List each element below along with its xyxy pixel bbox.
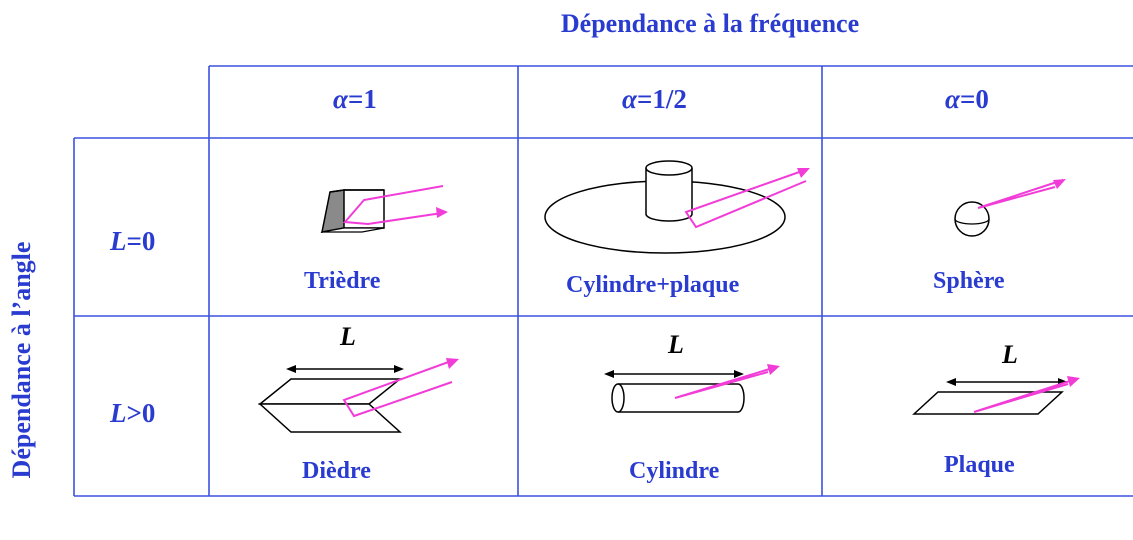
- triedre-shape: [320, 185, 448, 234]
- scattering-table-grid: [73, 65, 1133, 497]
- frequency-dependence-title: Dépendance à la fréquence: [560, 9, 860, 38]
- cylindre-plaque-shape: [544, 160, 810, 254]
- label-triedre: Trièdre: [304, 268, 381, 294]
- column-header-alpha-0: α=0: [945, 84, 989, 114]
- sphere-shape: [954, 179, 1066, 237]
- column-header-alpha-1: α=1: [333, 84, 377, 114]
- length-marker-plaque: L: [1002, 340, 1018, 369]
- label-cylindre-plaque: Cylindre+plaque: [566, 272, 740, 298]
- diedre-shape: [257, 358, 459, 433]
- cylindre-shape: [604, 364, 780, 413]
- label-plaque: Plaque: [944, 452, 1015, 478]
- grid-lines: [73, 65, 1133, 497]
- row-header-l-positive: L>0: [110, 398, 156, 428]
- label-sphere: Sphère: [933, 268, 1005, 294]
- length-marker-cylindre: L: [668, 330, 684, 359]
- label-cylindre: Cylindre: [629, 458, 720, 484]
- row-header-l-0: L=0: [110, 226, 156, 256]
- column-header-alpha-half: α=1/2: [622, 84, 687, 114]
- length-marker-diedre: L: [340, 322, 356, 351]
- label-diedre: Dièdre: [302, 458, 371, 484]
- plaque-shape: [912, 376, 1080, 415]
